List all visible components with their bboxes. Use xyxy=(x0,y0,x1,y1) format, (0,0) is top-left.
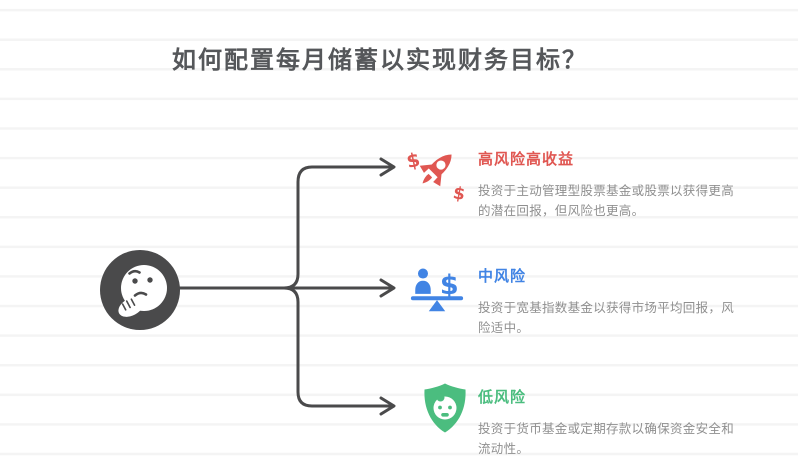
connector-bottom xyxy=(282,286,394,408)
branch-description-line: 流动性。 xyxy=(478,442,530,456)
branch-description-line: 投资于宽基指数基金以获得市场平均回报，风 xyxy=(478,301,735,315)
arrowhead-middle-icon xyxy=(379,278,396,298)
rocket-dollar-icon: $ $ xyxy=(406,149,466,204)
branch-description-line: 的潜在回报，但风险也更高。 xyxy=(478,204,645,218)
branch-description-line: 险适中。 xyxy=(478,321,530,335)
branch-title: 中风险 xyxy=(478,269,527,285)
page-title: 如何配置每月储蓄以实现财务目标？ xyxy=(172,48,588,74)
thinking-face-icon xyxy=(100,250,180,330)
branch-description: 投资于主动管理型股票基金或股票以获得更高 的潜在回报，但风险也更高。 xyxy=(478,181,740,221)
svg-text:$: $ xyxy=(451,183,466,204)
branch-description-line: 投资于货币基金或定期存款以确保资金安全和 xyxy=(478,422,735,436)
branch-description: 投资于宽基指数基金以获得市场平均回报，风 险适中。 xyxy=(478,298,740,338)
branch-title: 低风险 xyxy=(478,390,527,406)
branch-description: 投资于货币基金或定期存款以确保资金安全和 流动性。 xyxy=(478,419,740,459)
svg-text:$: $ xyxy=(406,149,422,173)
branch-description-line: 投资于主动管理型股票基金或股票以获得更高 xyxy=(478,184,735,198)
arrowhead-bottom-icon xyxy=(379,396,396,416)
balance-scale-dollar-icon: $ xyxy=(410,268,464,312)
branch-title: 高风险高收益 xyxy=(478,152,575,168)
svg-text:$: $ xyxy=(440,270,459,301)
shield-baby-icon xyxy=(424,383,466,433)
arrowhead-top-icon xyxy=(379,157,396,177)
connector-top xyxy=(282,165,394,290)
thinking-person-node xyxy=(100,250,180,330)
